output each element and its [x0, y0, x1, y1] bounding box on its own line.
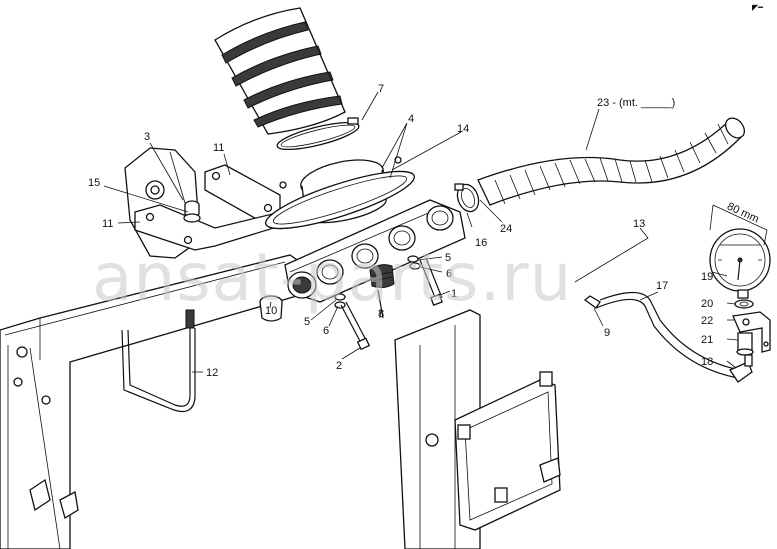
- leader-lines: [103, 91, 739, 373]
- bolt-2: [340, 301, 371, 351]
- callout-13: 13: [633, 218, 645, 230]
- callout-5-left: 5: [304, 316, 310, 328]
- stud-8: [377, 289, 384, 319]
- callout-21: 21: [701, 334, 713, 346]
- callout-8: 8: [378, 308, 384, 320]
- callout-16: 16: [475, 237, 487, 249]
- callout-7: 7: [378, 83, 384, 95]
- callout-4: 4: [408, 113, 414, 125]
- callout-15: 15: [88, 177, 100, 189]
- fitting-21: [736, 332, 754, 356]
- bolt-1: [419, 257, 443, 306]
- corner-mark: ◤━: [752, 3, 763, 12]
- callout-6-left: 6: [323, 325, 329, 337]
- muffler-cap: [265, 156, 415, 230]
- callout-1: 1: [451, 288, 457, 300]
- gauge-bracket: [732, 311, 771, 353]
- callout-19: 19: [701, 271, 713, 283]
- callout-20: 20: [701, 298, 713, 310]
- u-bolt: [121, 309, 196, 413]
- callout-12: 12: [206, 367, 218, 379]
- pressure-gauge: [709, 228, 771, 299]
- callout-11-lower: 11: [102, 218, 113, 230]
- nuts-5-6: [334, 255, 421, 309]
- callout-5-right: 5: [445, 252, 451, 264]
- callout-23: 23 - (mt. _____): [597, 97, 675, 109]
- elbow-18: [729, 354, 753, 383]
- callout-18: 18: [701, 356, 713, 368]
- exhaust-pipe: [214, 7, 346, 135]
- callout-10: 10: [265, 305, 277, 317]
- hose-clamp: [454, 183, 480, 213]
- callout-3: 3: [144, 131, 150, 143]
- callout-11-upper: 11: [213, 142, 224, 154]
- flexible-hose: [477, 117, 746, 206]
- callouts: 3 15 11 11 12 7 4 14 23 - (mt. _____) 16…: [88, 83, 713, 379]
- nut-15: [183, 200, 201, 223]
- clamp-ring: [276, 117, 360, 151]
- callout-17: 17: [656, 280, 668, 292]
- callout-2: 2: [336, 360, 342, 372]
- gauge-line: [583, 291, 741, 379]
- dimension-label: 80 mm: [725, 201, 761, 226]
- watermark: ansat-parts.ru: [92, 239, 572, 316]
- mounting-post: [394, 309, 561, 549]
- callout-24: 24: [500, 223, 512, 235]
- manifold: [284, 199, 466, 303]
- callout-9: 9: [604, 327, 610, 339]
- callout-6-right: 6: [446, 268, 452, 280]
- washer-20: [734, 299, 754, 309]
- callout-14: 14: [457, 123, 469, 135]
- callout-22: 22: [701, 315, 713, 327]
